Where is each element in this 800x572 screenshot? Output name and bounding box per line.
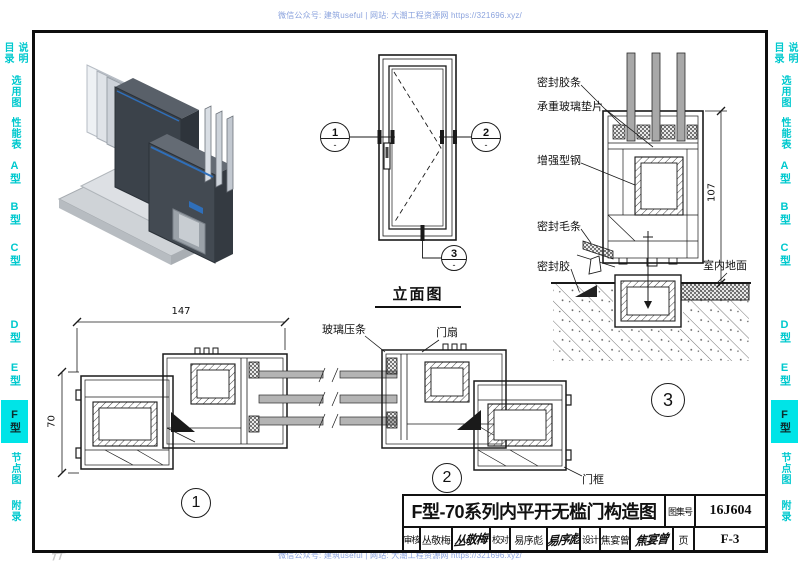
tab-type-a[interactable]: A型 — [8, 160, 21, 185]
tab-performance-table-r[interactable]: 性能表 — [779, 116, 790, 150]
sheet-title: F型-70系列内平开无槛门构造图 — [404, 496, 666, 526]
dim-70: 70 — [46, 415, 58, 428]
signature-text: 焦宴曾 — [634, 530, 669, 549]
tab-type-b[interactable]: B型 — [8, 201, 21, 226]
right-tab-bar: 目录 说明 选用图 性能表 A型 B型 C型 D型 E型 F型 节点图 附录 — [771, 0, 799, 572]
tab-type-e[interactable]: E型 — [8, 362, 21, 387]
reviewer-name: 丛敬梅 — [421, 528, 453, 550]
tab-type-d[interactable]: D型 — [8, 319, 21, 344]
dim-107: 107 — [706, 182, 718, 203]
checker-label: 校对 — [491, 528, 511, 550]
sections-linework — [57, 317, 583, 478]
title-block: F型-70系列内平开无槛门构造图 图集号 16J604 审核 丛敬梅 丛敬梅 校… — [402, 494, 765, 550]
left-tab-bar: 目录 说明 选用图 性能表 A型 B型 C型 D型 E型 F型 节点图 附录 — [1, 0, 29, 572]
section-callout-3: 3 - — [441, 245, 467, 271]
tab-pair-catalog-notes-r: 目录 说明 — [771, 38, 798, 68]
signature-text: 丛敬梅 — [453, 530, 489, 549]
label-seal-strip: 密封胶条 — [537, 77, 581, 89]
page-label: 页 — [674, 528, 695, 550]
watermark-top: 微信公众号: 建筑useful | 网站: 大潮工程资源网 https://32… — [278, 11, 522, 20]
tab-pair-catalog-notes: 目录 说明 — [1, 38, 28, 68]
callout-number: 2 — [472, 123, 500, 139]
label-door-leaf: 门扇 — [436, 327, 458, 339]
tab-type-f-active[interactable]: F型 — [1, 400, 28, 443]
label-door-frame: 门框 — [582, 474, 604, 486]
callout-denominator: - — [333, 139, 337, 150]
atlas-number: 16J604 — [709, 503, 752, 518]
detail-3-linework — [551, 52, 751, 361]
tab-performance-table[interactable]: 性能表 — [9, 116, 20, 150]
tab-type-d-r[interactable]: D型 — [778, 319, 791, 344]
tab-type-c[interactable]: C型 — [8, 242, 21, 267]
detail-callout-3: 3 — [651, 383, 685, 417]
section-callout-1: 1 - — [320, 122, 350, 152]
tab-catalog[interactable]: 目录 — [2, 42, 13, 64]
profile-3d-render — [57, 64, 234, 265]
tab-type-f-active-r[interactable]: F型 — [771, 400, 798, 443]
tab-appendix-r[interactable]: 附录 — [779, 500, 790, 522]
watermark-bottom: 微信公众号: 建筑useful | 网站: 大潮工程资源网 https://32… — [278, 551, 522, 560]
callout-denominator: - — [484, 139, 488, 150]
tab-catalog-r[interactable]: 目录 — [772, 42, 783, 64]
elevation-linework — [350, 54, 471, 259]
tab-notes[interactable]: 说明 — [16, 42, 27, 64]
designer-signature: 焦宴曾 — [631, 528, 674, 550]
label-sealant: 密封胶 — [537, 261, 570, 273]
detail-callout-1: 1 — [181, 488, 211, 518]
tab-notes-r[interactable]: 说明 — [786, 42, 797, 64]
elevation-view: 1 - 2 - 3 - 立面图 — [315, 43, 545, 313]
detail-callout-2: 2 — [432, 463, 462, 493]
label-weather-pile: 密封毛条 — [537, 221, 581, 233]
tab-type-c-r[interactable]: C型 — [778, 242, 791, 267]
tab-type-b-r[interactable]: B型 — [778, 201, 791, 226]
tab-selection-chart-r[interactable]: 选用图 — [779, 74, 790, 108]
label-indoor-floor: 室内地面 — [703, 260, 747, 272]
tab-type-e-r[interactable]: E型 — [778, 362, 791, 387]
designer-name: 焦宴曾 — [601, 528, 631, 550]
reviewer-signature: 丛敬梅 — [453, 528, 491, 550]
signature-text: 易序彪 — [548, 530, 581, 549]
callout-denominator: - — [452, 259, 456, 270]
elevation-title: 立面图 — [375, 283, 461, 308]
horizontal-sections: 147 70 玻璃压条 门扇 门框 1 2 — [45, 300, 645, 530]
callout-number: 3 — [442, 246, 466, 260]
label-glass-setting-block: 承重玻璃垫片 — [537, 101, 603, 113]
page-number: F-3 — [720, 531, 740, 546]
checker-name: 易序彪 — [511, 528, 548, 550]
tab-node-details[interactable]: 节点图 — [9, 452, 20, 485]
drawing-sheet-frame: 1 - 2 - 3 - 立面图 — [32, 30, 768, 553]
callout-number: 1 — [321, 123, 349, 139]
profile-3d-view — [53, 51, 303, 296]
tab-type-a-r[interactable]: A型 — [778, 160, 791, 185]
section-callout-2: 2 - — [471, 122, 501, 152]
tab-node-details-r[interactable]: 节点图 — [779, 452, 790, 485]
designer-label: 设计 — [581, 528, 601, 550]
dim-147: 147 — [171, 306, 191, 317]
tab-selection-chart[interactable]: 选用图 — [9, 74, 20, 108]
detail-3-section: 密封胶条 承重玻璃垫片 增强型钢 密封毛条 密封胶 室内地面 107 3 — [535, 45, 767, 437]
reviewer-label: 审核 — [404, 528, 421, 550]
atlas-number-label: 图集号 — [666, 496, 696, 526]
label-glass-bead: 玻璃压条 — [322, 324, 366, 336]
tab-appendix[interactable]: 附录 — [9, 500, 20, 522]
label-reinforcing-steel: 增强型钢 — [537, 155, 581, 167]
checker-signature: 易序彪 — [548, 528, 581, 550]
